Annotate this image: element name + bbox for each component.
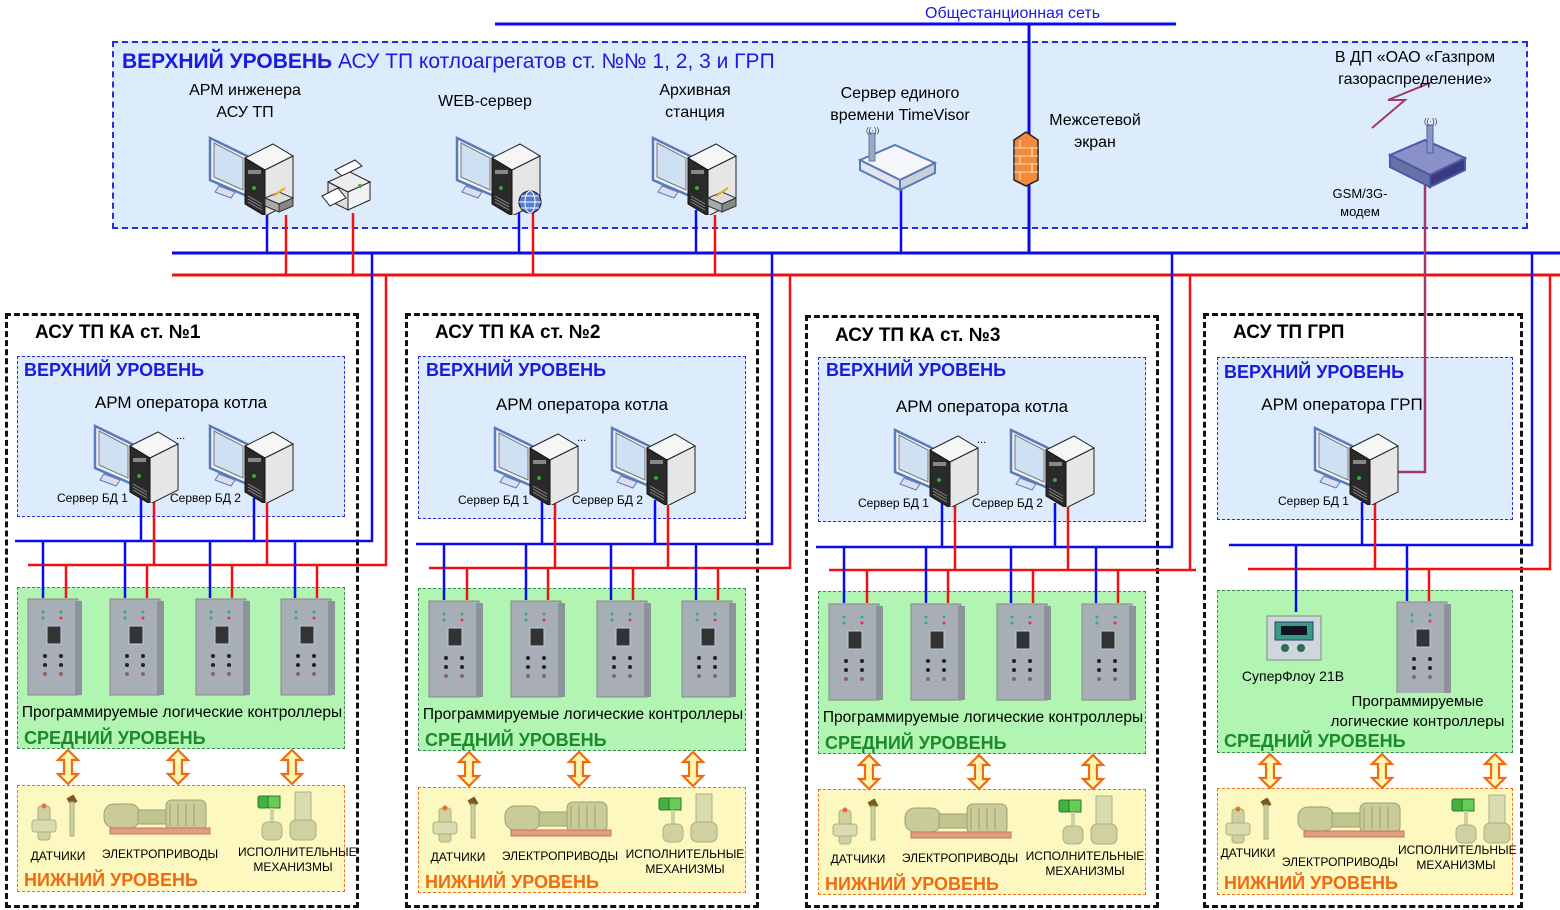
station-grp-middle-label: СРЕДНИЙ УРОВЕНЬ bbox=[1224, 731, 1406, 751]
gsm-modem-icon[interactable] bbox=[1385, 115, 1470, 190]
station-3-upper-label: ВЕРХНИЙ УРОВЕНЬ bbox=[826, 360, 1007, 380]
plc-cabinet-icon[interactable] bbox=[596, 600, 652, 700]
station-2-operator-label: АРМ оператора котла bbox=[495, 395, 669, 414]
server-db2-label: Сервер БД 2 bbox=[572, 493, 643, 507]
station-1-middle-label: СРЕДНИЙ УРОВЕНЬ bbox=[24, 728, 206, 748]
actuators-label: ИСПОЛНИТЕЛЬНЫЕ МЕХАНИЗМЫ bbox=[1398, 843, 1517, 872]
station-2-middle-label: СРЕДНИЙ УРОВЕНЬ bbox=[425, 730, 607, 750]
station-3-operator-label: АРМ оператора котла bbox=[895, 397, 1069, 416]
station-2-upper-label: ВЕРХНИЙ УРОВЕНЬ bbox=[426, 360, 607, 380]
server-db1-label: Сервер БД 1 bbox=[458, 493, 529, 507]
field-devices-group bbox=[432, 793, 718, 843]
server-db2-icon[interactable] bbox=[1006, 422, 1101, 507]
field-devices-group bbox=[31, 791, 317, 841]
server-db1-label: Сервер БД 1 bbox=[57, 491, 128, 505]
station-1-title: АСУ ТП КА ст. №1 bbox=[35, 322, 201, 343]
plc-cabinet-icon[interactable] bbox=[996, 603, 1052, 703]
flow-computer-label: СуперФлоу 21В bbox=[1241, 668, 1345, 684]
station-3-lower-label: НИЖНИЙ УРОВЕНЬ bbox=[825, 874, 999, 894]
server-db2-label: Сервер БД 2 bbox=[972, 496, 1043, 510]
plc-cabinet-icon[interactable] bbox=[1081, 603, 1137, 703]
sensors-label: ДАТЧИКИ bbox=[830, 852, 886, 866]
plc-cabinet-icon[interactable] bbox=[428, 600, 484, 700]
station-1-operator-label: АРМ оператора котла bbox=[94, 393, 268, 412]
printer-icon[interactable] bbox=[320, 158, 380, 213]
plc-cabinet-icon[interactable] bbox=[280, 598, 336, 698]
plc-label: Программируемые логические контроллеры bbox=[21, 704, 343, 721]
top-level-title-rest: АСУ ТП котлоагрегатов ст. №№ 1, 2, 3 и Г… bbox=[337, 50, 775, 73]
server-db1-icon[interactable] bbox=[890, 422, 985, 507]
sensors-label: ДАТЧИКИ bbox=[1220, 846, 1276, 860]
plc-label: Программируемые логические контроллеры bbox=[422, 706, 744, 723]
plc-cabinet-icon[interactable] bbox=[27, 598, 83, 698]
plc-cabinet-icon[interactable] bbox=[910, 603, 966, 703]
ellipsis: ... bbox=[176, 430, 186, 442]
drives-label: ЭЛЕКТРОПРИВОДЫ bbox=[1281, 855, 1399, 869]
firewall-icon[interactable] bbox=[1012, 130, 1040, 188]
workstation-icon[interactable] bbox=[205, 130, 300, 215]
time-server-icon[interactable] bbox=[855, 125, 940, 195]
server-db2-label: Сервер БД 2 bbox=[170, 491, 241, 505]
server-db1-icon[interactable] bbox=[1310, 420, 1405, 505]
top-level-title: ВЕРХНИЙ УРОВЕНЬ АСУ ТП котлоагрегатов ст… bbox=[122, 50, 775, 74]
server-db1-label: Сервер БД 1 bbox=[858, 496, 929, 510]
plc-cabinet-icon[interactable] bbox=[510, 600, 566, 700]
ellipsis: ... bbox=[577, 432, 587, 444]
sensors-label: ДАТЧИКИ bbox=[30, 849, 86, 863]
drives-label: ЭЛЕКТРОПРИВОДЫ bbox=[901, 851, 1019, 865]
station-3-middle-label: СРЕДНИЙ УРОВЕНЬ bbox=[825, 733, 1007, 753]
plc-cabinet-icon[interactable] bbox=[195, 598, 251, 698]
station-grp-middle-zone bbox=[1217, 590, 1513, 753]
station-2-title: АСУ ТП КА ст. №2 bbox=[435, 322, 601, 343]
drives-label: ЭЛЕКТРОПРИВОДЫ bbox=[101, 847, 219, 861]
plant-network-label: Общестанционная сеть bbox=[925, 5, 1101, 22]
actuators-label: ИСПОЛНИТЕЛЬНЫЕ МЕХАНИЗМЫ bbox=[238, 845, 357, 874]
plc-label: Программируемые логические контроллеры bbox=[822, 709, 1144, 726]
node-label-web: WEB-сервер bbox=[438, 93, 532, 110]
archive-station-icon[interactable] bbox=[648, 130, 743, 215]
actuators-label: ИСПОЛНИТЕЛЬНЫЕ МЕХАНИЗМЫ bbox=[625, 847, 745, 876]
flow-computer-icon[interactable] bbox=[1265, 612, 1325, 664]
station-1-lower-label: НИЖНИЙ УРОВЕНЬ bbox=[24, 870, 198, 890]
station-3-title: АСУ ТП КА ст. №3 bbox=[835, 325, 1001, 346]
plc-cabinet-icon[interactable] bbox=[1396, 601, 1452, 693]
actuators-label: ИСПОЛНИТЕЛЬНЫЕ МЕХАНИЗМЫ bbox=[1025, 849, 1145, 878]
station-grp-operator-label: АРМ оператора ГРП bbox=[1261, 395, 1423, 414]
station-grp-lower-label: НИЖНИЙ УРОВЕНЬ bbox=[1224, 873, 1398, 893]
node-label-modem: GSM/3G-модем bbox=[1332, 186, 1388, 219]
sensors-label: ДАТЧИКИ bbox=[430, 850, 486, 864]
station-1-upper-label: ВЕРХНИЙ УРОВЕНЬ bbox=[24, 360, 205, 380]
station-grp-title: АСУ ТП ГРП bbox=[1233, 322, 1345, 343]
station-2-lower-label: НИЖНИЙ УРОВЕНЬ bbox=[425, 872, 599, 892]
drives-label: ЭЛЕКТРОПРИВОДЫ bbox=[501, 849, 619, 863]
plc-cabinet-icon[interactable] bbox=[828, 603, 884, 703]
web-server-icon[interactable] bbox=[452, 130, 547, 215]
plc-cabinet-icon[interactable] bbox=[681, 600, 737, 700]
station-grp-upper-label: ВЕРХНИЙ УРОВЕНЬ bbox=[1224, 362, 1405, 382]
top-level-title-bold: ВЕРХНИЙ УРОВЕНЬ bbox=[122, 50, 333, 73]
server-db1-label: Сервер БД 1 bbox=[1278, 494, 1349, 508]
plc-cabinet-icon[interactable] bbox=[109, 598, 165, 698]
ellipsis: ... bbox=[977, 434, 987, 446]
field-devices-group bbox=[832, 795, 1118, 845]
